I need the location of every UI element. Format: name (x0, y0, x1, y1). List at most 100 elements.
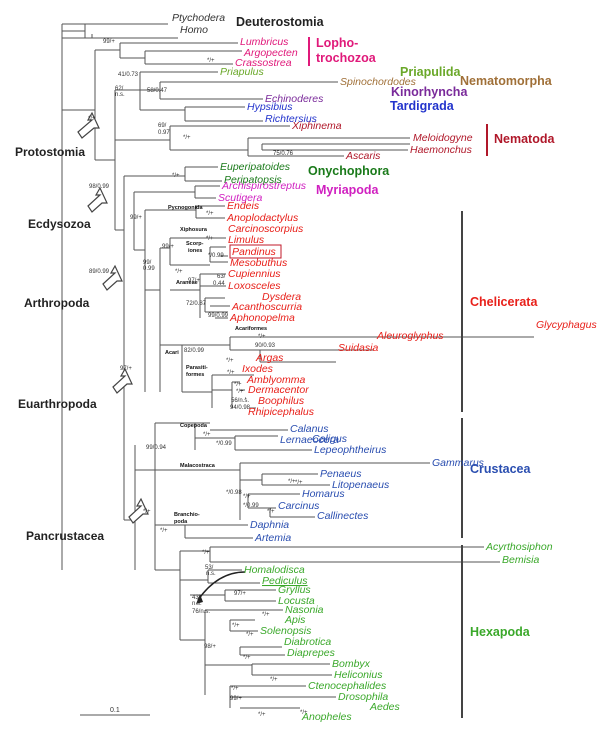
support-value: 99/+ (130, 215, 142, 221)
taxon-label: Archispirostreptus (221, 180, 307, 192)
subclade-label: Malacostraca (180, 463, 216, 469)
support-value: n.s. (192, 601, 202, 607)
support-value: */+ (206, 211, 214, 217)
major-clade-euarthropoda: Euarthropoda (18, 397, 97, 411)
support-value: */+ (183, 135, 191, 141)
taxon-label: Aedes (369, 701, 401, 713)
major-clade-labels: Protostomia Ecdysozoa Arthropoda Euarthr… (15, 145, 104, 543)
subclade-label: Xiphosura (180, 227, 208, 233)
subclade-label: Pycnogonida (168, 205, 203, 211)
subclade-label: Copepoda (180, 423, 208, 429)
group-label-deuterostomia: Deuterostomia (236, 15, 325, 29)
arrow-icon (87, 186, 108, 213)
support-value: 90/0.93 (255, 343, 276, 349)
taxon-label: Ptychodera (172, 12, 225, 24)
support-value: */+ (202, 550, 210, 556)
group-label-myriapoda: Myriapoda (316, 183, 380, 197)
group-label-priapulida: Priapulida (400, 65, 461, 79)
arrow-icon (102, 264, 123, 291)
support-value: */0.98 (226, 490, 242, 496)
taxon-label: Amblyomma (246, 374, 306, 386)
taxon-label: Argopecten (243, 47, 298, 59)
support-value: */+ (226, 358, 234, 364)
support-value: */+ (300, 710, 308, 716)
support-value: */0.99 (243, 503, 259, 509)
subclade-label: Branchio- (174, 512, 200, 518)
support-value: */+ (203, 432, 211, 438)
pandinus-highlight-box (229, 244, 282, 259)
support-value: n.s. (115, 92, 125, 98)
support-value: */+ (143, 509, 151, 515)
taxon-label: Homo (180, 24, 208, 36)
taxon-label: Bombyx (332, 658, 371, 670)
subclade-label: Scorp- (186, 241, 204, 247)
support-value: */+ (267, 509, 275, 515)
major-clade-ecdysozoa: Ecdysozoa (28, 217, 91, 231)
taxon-label: Meloidogyne (413, 132, 473, 144)
support-value: 82/0.99 (184, 348, 205, 354)
taxon-label: Priapulus (220, 66, 265, 78)
support-value: 99/0.94 (146, 445, 167, 451)
taxon-label: Lumbricus (240, 36, 289, 48)
support-value: n.s. (206, 571, 216, 577)
taxon-label: Ctenocephalides (308, 680, 387, 692)
taxon-label: Penaeus (320, 468, 362, 480)
support-value: 76/n.s. (192, 609, 210, 615)
taxon-label: Litopenaeus (332, 479, 390, 491)
support-value: 41/0.73 (118, 72, 139, 78)
support-value: */0.99 (216, 441, 232, 447)
taxon-label: Anopheles (301, 711, 352, 723)
taxon-label: Rhipicephalus (248, 406, 315, 418)
taxon-label: Boophilus (258, 395, 305, 407)
support-value: */+ (172, 173, 180, 179)
support-value: */+ (288, 479, 296, 485)
taxon-label: Glycyphagus (536, 319, 597, 331)
taxon-label: Pediculus (262, 575, 308, 587)
scale-bar-label: 0.1 (110, 707, 120, 714)
support-value: 69/ (158, 123, 167, 129)
support-value: */+ (234, 382, 242, 388)
arrowhead-icon (196, 594, 203, 604)
support-value: 0.44 (213, 281, 225, 287)
taxon-label: Spinochordodes (340, 76, 417, 88)
support-value: 99/+ (230, 696, 242, 702)
arrow-icon (112, 367, 133, 394)
support-value: 58/0.47 (147, 88, 168, 94)
taxon-label: Apis (284, 614, 306, 626)
taxon-label: Xiphinema (291, 120, 342, 132)
subclade-label: Acariformes (235, 326, 267, 332)
support-value: */+ (258, 334, 266, 340)
taxon-label: Cupiennius (228, 268, 281, 280)
taxon-label: Diabrotica (284, 636, 331, 648)
subclade-label: Acari (165, 350, 179, 356)
group-label-crustacea: Crustacea (470, 462, 531, 476)
group-label-chelicerata: Chelicerata (470, 295, 538, 309)
group-label-tardigrada: Tardigrada (390, 99, 455, 113)
taxon-label: Pandinus (232, 246, 277, 258)
support-value: 72/0.87 (186, 301, 207, 307)
taxon-label: Homarus (302, 488, 345, 500)
taxon-label: Ixodes (242, 363, 274, 375)
support-value: */+ (270, 677, 278, 683)
support-value: 56/n.s. (231, 398, 249, 404)
taxon-label: Artemia (254, 532, 291, 544)
taxon-label: Heliconius (334, 669, 383, 681)
support-value: */+ (232, 623, 240, 629)
taxon-label: Anoplodactylus (226, 212, 299, 224)
group-brackets (308, 37, 488, 718)
taxon-label: Solenopsis (260, 625, 312, 637)
taxon-label: Carcinus (278, 500, 320, 512)
taxon-label: Calanus (290, 423, 329, 435)
support-value: */0.99 (208, 253, 224, 259)
taxon-label: Aphonopelma (229, 312, 295, 324)
tip-labels: Ptychodera Homo Lumbricus Argopecten Cra… (172, 12, 597, 723)
taxon-label: Ascaris (345, 150, 381, 162)
taxon-label: Dermacentor (248, 384, 309, 396)
taxon-label: Echinoderes (265, 93, 324, 105)
tree-branches (61, 23, 534, 716)
taxon-label: Gryllus (278, 584, 311, 596)
taxon-label: Daphnia (250, 519, 289, 531)
support-value: 99/+ (103, 39, 115, 45)
support-value: */+ (258, 712, 266, 718)
